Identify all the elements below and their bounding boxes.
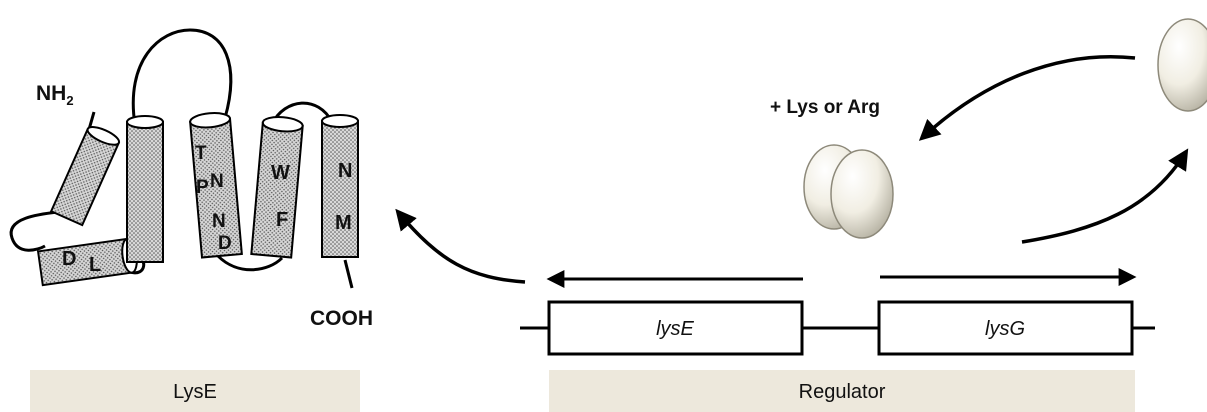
- residue-h3-n2: N: [212, 211, 226, 232]
- gene-lyse-box: lysE: [547, 300, 804, 356]
- helix-3: [126, 115, 164, 263]
- caption-left-label: LysE: [173, 381, 217, 403]
- helix-1: [49, 126, 121, 227]
- helix-2: [36, 237, 138, 287]
- lysg-monomer: [1157, 18, 1207, 112]
- helix-4: [189, 112, 243, 259]
- residue-h3-p: P: [196, 177, 209, 198]
- residue-h5-n: N: [338, 160, 352, 182]
- caption-right-label: Regulator: [799, 381, 886, 403]
- helix-6: [321, 114, 359, 258]
- residue-h5-m: M: [335, 212, 352, 234]
- arrow-lysg-to-monomer: [1021, 148, 1189, 244]
- residue-h4-f: F: [276, 209, 288, 231]
- residue-h1-d: D: [62, 248, 76, 270]
- residue-h3-n1: N: [210, 171, 224, 192]
- ligand-label: + Lys or Arg: [770, 97, 880, 118]
- n-terminus-label: NH2: [36, 82, 74, 108]
- arrow-ligand-binding: [918, 55, 1136, 141]
- residue-h1-l: L: [89, 254, 101, 276]
- lyse-topology: D L T P N N D W F N M NH2 COOH: [9, 28, 373, 330]
- gene-lysg-label: lysG: [985, 318, 1025, 340]
- residue-h4-w: W: [271, 162, 290, 184]
- loop-c-terminus: [343, 259, 354, 289]
- gene-lysg-box: lysG: [877, 300, 1134, 356]
- residue-h3-d: D: [218, 233, 232, 254]
- caption-left: LysE: [30, 370, 360, 412]
- caption-right: Regulator: [549, 370, 1135, 412]
- lysg-dimer: [803, 144, 894, 239]
- arrow-to-lyse: [395, 208, 526, 284]
- helix-5: [250, 116, 304, 259]
- residue-h3-t: T: [195, 143, 207, 164]
- loop-h1-to-h2: [9, 210, 59, 252]
- loop-h3-top: [131, 28, 233, 126]
- gene-lyse-label: lysE: [656, 318, 694, 340]
- loop-h4-bottom: [216, 254, 284, 272]
- c-terminus-label: COOH: [310, 307, 373, 330]
